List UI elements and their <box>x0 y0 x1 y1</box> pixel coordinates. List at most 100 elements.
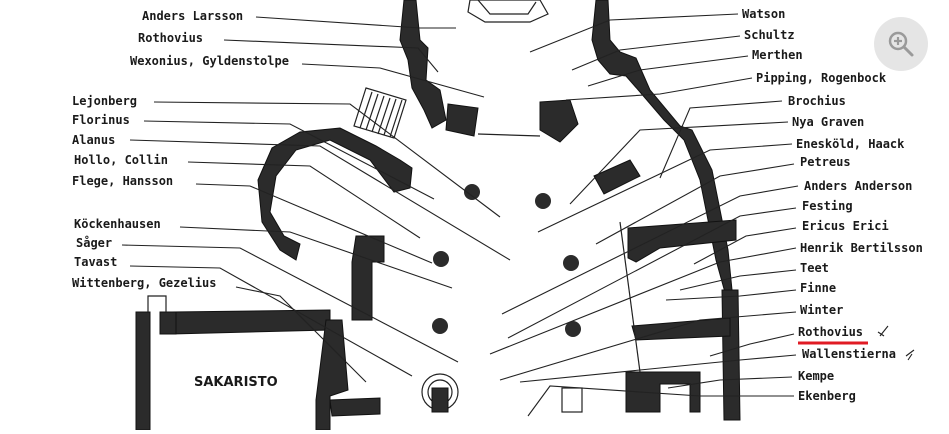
grave-label-left-4: Florinus <box>72 113 130 127</box>
leader-line <box>537 143 793 233</box>
sakaristo-bottom-bar <box>329 397 381 417</box>
sakaristo-corner <box>159 311 177 335</box>
grave-label-right-0: Watson <box>742 7 785 21</box>
left-curved-wall <box>257 127 413 261</box>
small-box <box>561 387 583 413</box>
pencil-mark <box>905 349 915 361</box>
leader-line <box>501 185 799 315</box>
grave-label-left-7: Flege, Hansson <box>72 174 173 188</box>
center-left-block <box>445 103 479 137</box>
grave-label-right-6: Enesköld, Haack <box>796 137 905 151</box>
grave-label-left-8: Köckenhausen <box>74 217 161 231</box>
grave-label-right-5: Nya Graven <box>792 115 864 129</box>
mid-right-bar <box>593 159 641 195</box>
leader-line <box>665 289 797 301</box>
leader-line <box>527 385 794 417</box>
zoom-in-icon <box>888 31 914 57</box>
leader-line <box>195 183 433 264</box>
leader-line <box>129 139 511 261</box>
grave-label-left-10: Tavast <box>74 255 117 269</box>
zoom-in-button[interactable] <box>874 17 928 71</box>
grave-label-right-18: Ekenberg <box>798 389 856 403</box>
room-label-sakaristo: SAKARISTO <box>194 375 278 390</box>
grave-label-right-15: Rothovius <box>798 325 863 339</box>
leader-line <box>187 161 421 239</box>
leader-line <box>693 227 797 265</box>
leader-line <box>121 244 459 363</box>
grave-label-right-1: Schultz <box>744 28 795 42</box>
grave-label-right-11: Henrik Bertilsson <box>800 241 923 255</box>
left-stepped-wall <box>351 235 385 321</box>
leader-line <box>709 333 795 357</box>
leader-line <box>499 311 797 381</box>
leader-line <box>301 63 485 98</box>
leader-line <box>143 120 435 200</box>
grave-label-right-3: Pipping, Rogenbock <box>756 71 887 85</box>
sakaristo-right-wall <box>315 319 349 431</box>
leader-line <box>179 226 453 289</box>
grave-label-left-6: Hollo, Collin <box>74 153 168 167</box>
leader-line <box>235 286 367 383</box>
leader-line <box>571 35 741 71</box>
grave-label-right-16: Wallenstierna <box>802 347 896 361</box>
grave-label-right-14: Winter <box>800 303 843 317</box>
grave-label-right-8: Anders Anderson <box>804 179 912 193</box>
right-lower-bar <box>631 317 731 341</box>
leader-line <box>569 121 789 205</box>
grave-label-left-11: Wittenberg, Gezelius <box>72 276 217 290</box>
baptismal-font <box>421 373 459 413</box>
leader-line <box>679 269 797 291</box>
grave-label-right-9: Festing <box>802 199 853 213</box>
left-labels: Anders Larsson Rothovius Wexonius, Gylde… <box>72 9 511 383</box>
right-inner-block <box>627 219 737 263</box>
leader-line <box>529 13 739 53</box>
grave-label-left-9: Såger <box>76 236 112 250</box>
center-right-block <box>539 99 579 143</box>
grave-label-right-10: Ericus Erici <box>802 219 889 233</box>
pencil-mark <box>877 325 889 337</box>
grave-label-left-3: Lejonberg <box>72 94 137 108</box>
grave-label-right-13: Finne <box>800 281 836 295</box>
leader-line <box>223 39 439 73</box>
grave-label-right-17: Kempe <box>798 369 834 383</box>
inner-aisle-line <box>619 221 641 373</box>
leader-line <box>587 55 749 87</box>
right-tall-wall <box>591 0 733 297</box>
pillar <box>432 318 448 334</box>
right-outer-wall <box>721 289 741 421</box>
sakaristo-left-wall <box>135 311 151 431</box>
leader-line <box>255 16 456 29</box>
leader-line <box>507 207 797 339</box>
leader-line <box>667 376 793 389</box>
grave-label-left-5: Alanus <box>72 133 115 147</box>
grave-label-left-0: Anders Larsson <box>142 9 243 23</box>
left-tall-wall <box>399 0 447 129</box>
pillar <box>563 255 579 271</box>
pillar <box>464 184 480 200</box>
leader-line <box>565 77 753 101</box>
grave-label-right-4: Brochius <box>788 94 846 108</box>
leader-line <box>153 101 501 218</box>
pillar <box>535 193 551 209</box>
grave-label-right-2: Merthen <box>752 48 803 62</box>
choir-line <box>477 133 541 137</box>
grave-label-left-1: Rothovius <box>138 31 203 45</box>
right-labels: Watson Schultz Merthen Pipping, Rogenboc… <box>489 7 923 417</box>
right-bottom-annex <box>625 371 701 413</box>
grave-label-left-2: Wexonius, Gyldenstolpe <box>130 54 289 68</box>
top-apse-outline <box>467 0 549 23</box>
leader-line <box>659 100 783 179</box>
grave-label-right-12: Teet <box>800 261 829 275</box>
pillar <box>433 251 449 267</box>
leader-line <box>129 265 413 377</box>
leader-line <box>489 247 797 355</box>
leader-line <box>519 354 797 383</box>
small-tower-outline <box>147 295 167 312</box>
leader-line <box>595 163 795 245</box>
pillar <box>565 321 581 337</box>
grave-label-right-7: Petreus <box>800 155 851 169</box>
top-apse-inner <box>477 0 537 15</box>
staircase <box>353 87 407 139</box>
